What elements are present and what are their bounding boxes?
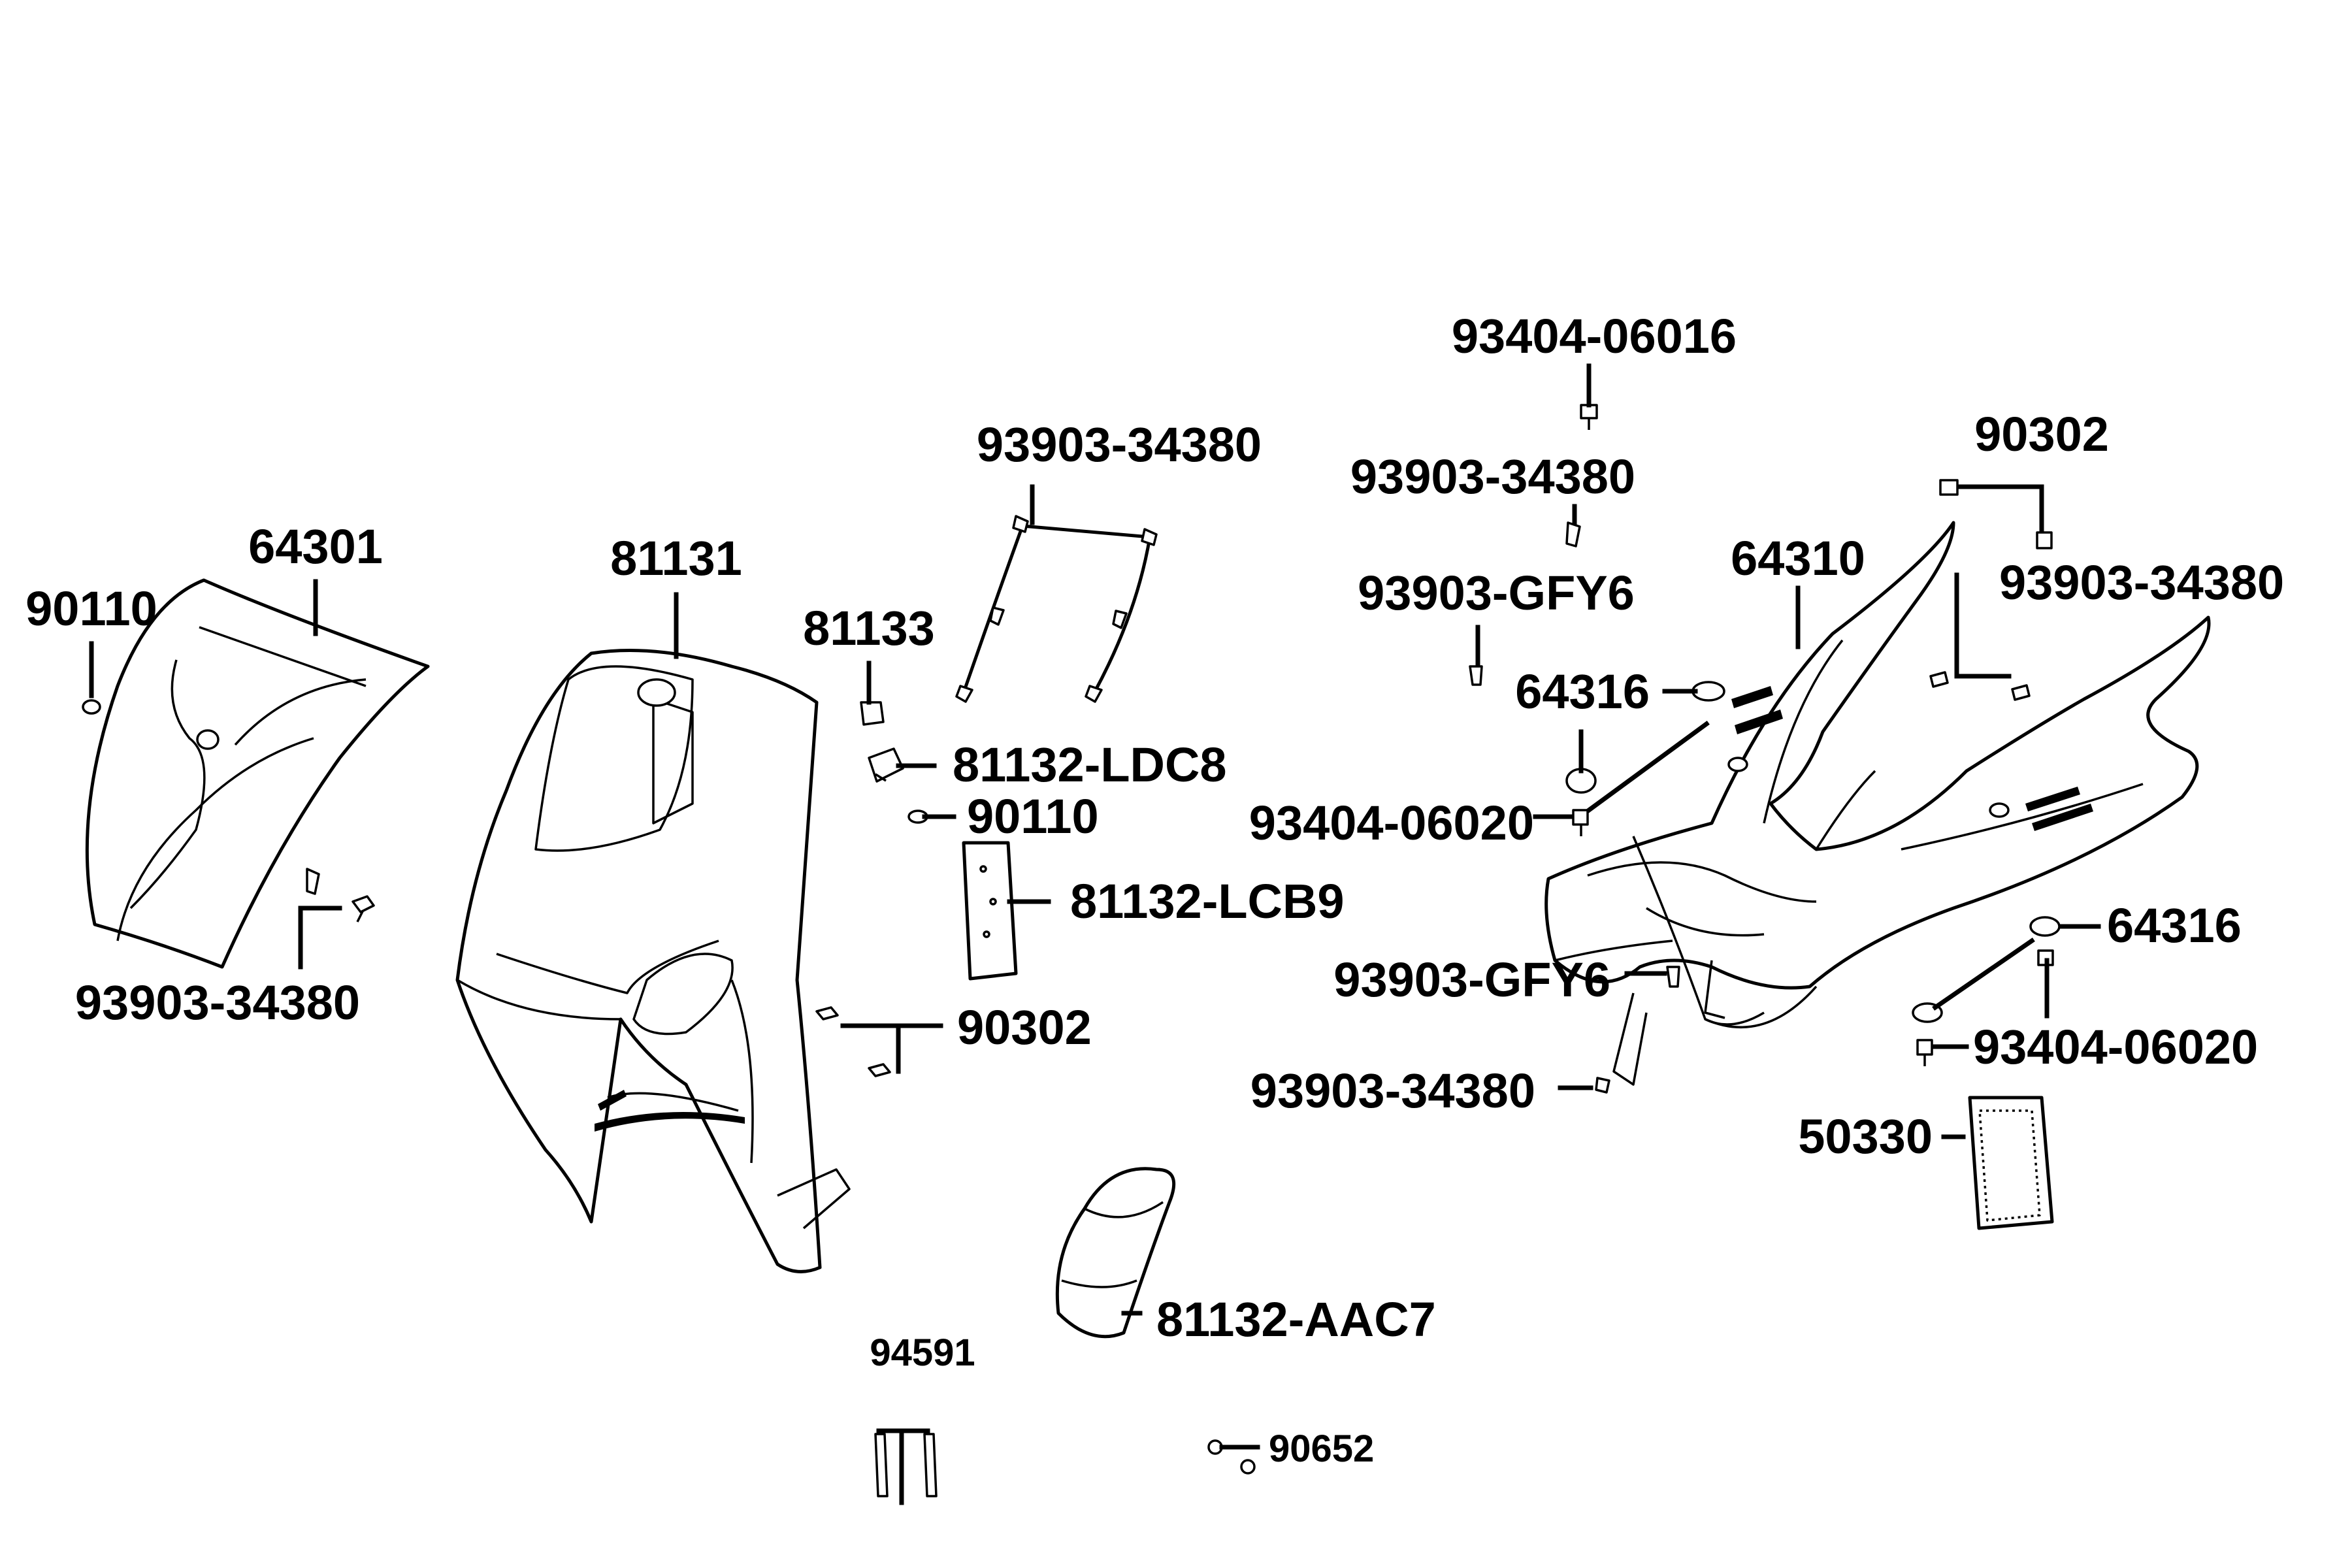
part-64316-damper-a (1565, 681, 1725, 813)
label-81132-aac7: 81132-AAC7 (1156, 1292, 1436, 1347)
label-93903-gfy6-b: 93903-GFY6 (1333, 953, 1610, 1007)
label-93903-34380-b: 93903-34380 (977, 417, 1262, 472)
part-93903-34380-bracket-frame (955, 515, 1158, 703)
label-81132-ldc8: 81132-LDC8 (953, 738, 1227, 792)
part-64301-front-cover (85, 578, 430, 969)
label-64301: 64301 (248, 519, 383, 574)
label-64316-b: 64316 (2107, 898, 2242, 953)
part-64316-damper-b (1912, 916, 2061, 1023)
label-94591: 94591 (870, 1331, 975, 1374)
label-90652: 90652 (1269, 1428, 1374, 1470)
label-64310: 64310 (1731, 531, 1865, 585)
label-93903-34380-d: 93903-34380 (1999, 555, 2284, 610)
part-81132-lcb9-plate (962, 841, 1018, 981)
label-93903-gfy6-a: 93903-GFY6 (1358, 566, 1635, 620)
label-81133: 81133 (803, 601, 935, 655)
part-93404-06020-screw-a (1572, 809, 1589, 836)
part-93903-34380-screw-e (1595, 1077, 1610, 1094)
label-90110-a: 90110 (25, 581, 157, 636)
label-93404-06016: 93404-06016 (1452, 309, 1737, 363)
part-93404-06016-screw (1580, 404, 1598, 430)
label-93903-34380-e: 93903-34380 (1250, 1064, 1535, 1118)
part-labels: 64301 90110 93903-34380 81131 93903-3438… (25, 309, 2284, 1470)
part-81132-aac7-cover (1055, 1167, 1176, 1339)
label-64316-a: 64316 (1515, 664, 1650, 719)
part-93903-gfy6-screw-b (1666, 966, 1680, 988)
part-50330-pad (1968, 1096, 2054, 1230)
part-81131-leg-shield (455, 649, 851, 1273)
part-64310-floor-panel (1544, 521, 2211, 1086)
label-93903-34380-a: 93903-34380 (75, 975, 360, 1030)
part-90302-nuts-b (1939, 479, 2053, 549)
part-90110-clip-a (82, 699, 101, 715)
label-81131: 81131 (610, 531, 742, 585)
label-93404-06020-b: 93404-06020 (1973, 1020, 2258, 1074)
label-81132-lcb9: 81132-LCB9 (1070, 874, 1345, 928)
label-90302-b: 90302 (1974, 407, 2109, 461)
part-94591-studs (874, 1433, 938, 1497)
label-90110-b: 90110 (967, 789, 1099, 843)
part-93903-34380-screws-d (1929, 671, 2031, 701)
part-93903-34380-screw-c (1565, 521, 1581, 547)
part-93903-34380-screws-a (306, 868, 375, 923)
label-93903-34380-c: 93903-34380 (1350, 449, 1635, 504)
label-90302-a: 90302 (957, 1000, 1092, 1054)
part-93903-gfy6-screw-a (1469, 665, 1483, 686)
leader-lines (89, 363, 2101, 1505)
part-90302-nuts-a (815, 1006, 891, 1077)
part-81132-ldc8-bracket (868, 747, 904, 783)
part-81133-clip (860, 701, 885, 726)
label-93404-06020-a: 93404-06020 (1249, 796, 1534, 850)
label-50330: 50330 (1798, 1109, 1933, 1164)
